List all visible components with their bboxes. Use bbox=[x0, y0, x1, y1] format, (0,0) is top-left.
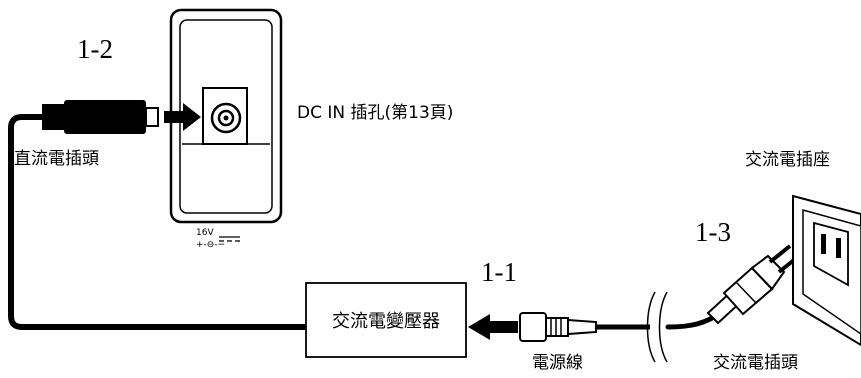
step-1-3-label: 1-3 bbox=[695, 217, 731, 247]
step-1-1-label: 1-1 bbox=[481, 257, 517, 287]
step-1-2-label: 1-2 bbox=[77, 34, 113, 64]
voltage-label: 16V bbox=[196, 228, 214, 238]
ac-outlet bbox=[792, 194, 861, 347]
ac-adaptor-label: 交流電變壓器 bbox=[332, 311, 440, 332]
dc-cable bbox=[8, 114, 306, 330]
direction-arrow-icon bbox=[468, 314, 518, 340]
power-cord-connector bbox=[519, 312, 597, 342]
dc-in-jack bbox=[202, 87, 248, 145]
dc-symbol-icon bbox=[219, 236, 240, 242]
power-cord-label: 電源線 bbox=[532, 353, 583, 373]
ac-plug-label: 交流電插頭 bbox=[713, 353, 798, 373]
direction-arrow-icon bbox=[164, 103, 201, 131]
center-positive-polarity-icon: +-⊖-− bbox=[196, 240, 226, 250]
dc-in-jack-label: DC IN 插孔(第13頁) bbox=[297, 103, 454, 123]
ac-plug bbox=[706, 244, 801, 325]
instrument-panel bbox=[169, 8, 283, 242]
dc-plug-label: 直流電插頭 bbox=[14, 149, 99, 169]
ac-outlet-label: 交流電插座 bbox=[745, 150, 830, 170]
ac-adaptor-box bbox=[305, 282, 467, 358]
dc-plug bbox=[42, 100, 159, 134]
